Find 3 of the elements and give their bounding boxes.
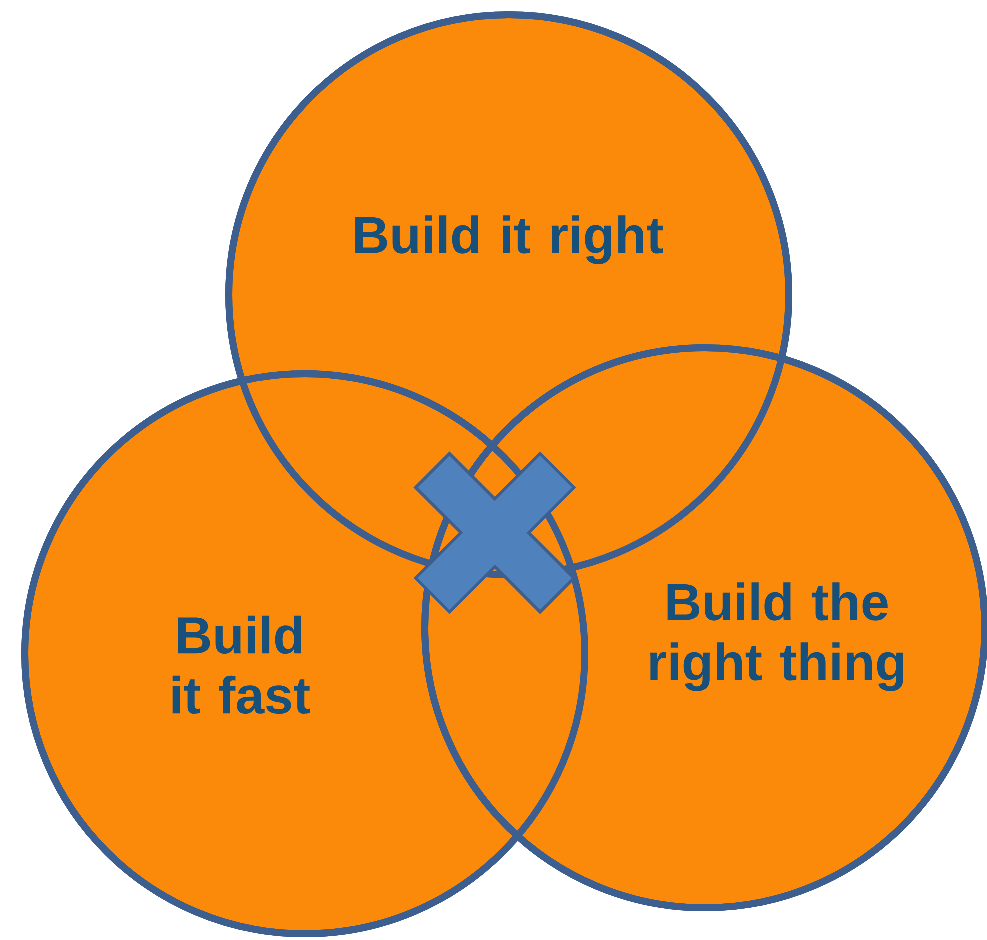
node-label: Build the right thing (650, 582, 904, 692)
node-label: Build it fast (172, 616, 310, 714)
cross-mark (414, 452, 576, 614)
